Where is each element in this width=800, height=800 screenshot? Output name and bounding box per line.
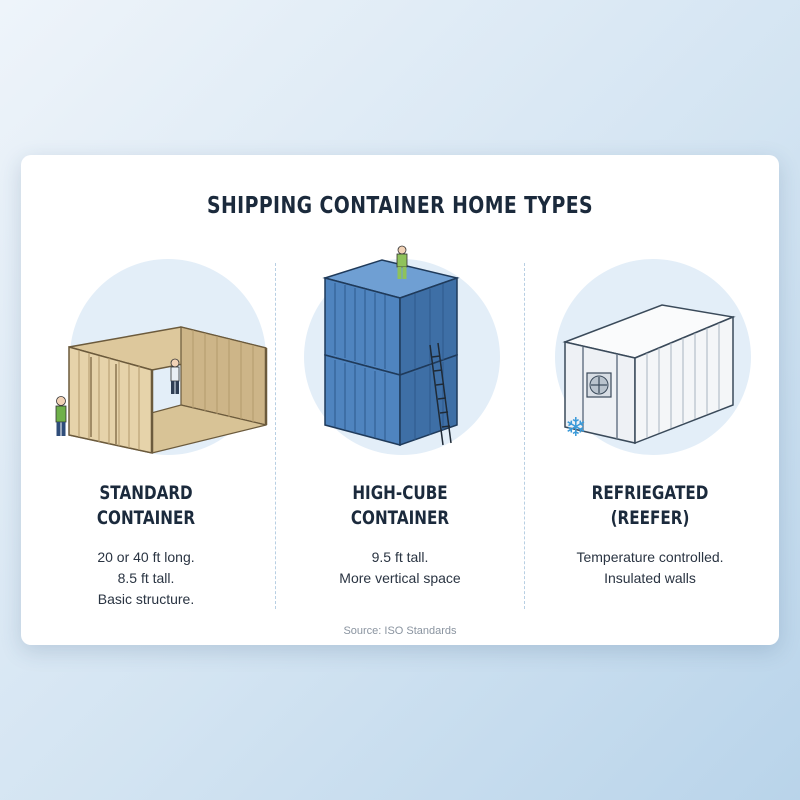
standard-container-column: STANDARD CONTAINER 20 or 40 ft long. 8.5… [21, 245, 271, 625]
type-description: 9.5 ft tall. More vertical space [339, 549, 461, 586]
reefer-container-illustration [525, 245, 775, 475]
type-description: Temperature controlled. Insulated walls [576, 549, 724, 586]
infographic-title: SHIPPING CONTAINER HOME TYPES [206, 193, 594, 219]
source-note: Source: ISO Standards [343, 625, 457, 637]
snowflake-icon: ❄ [565, 413, 587, 443]
column-divider [275, 263, 276, 609]
type-name: HIGH-CUBE CONTAINER [350, 482, 450, 529]
type-name: REFRIEGATED (REEFER) [591, 482, 709, 529]
column-divider [524, 263, 525, 609]
reefer-container-column: ❄ REFRIEGATED (REEFER) Temperature contr… [525, 245, 775, 625]
high-cube-container-column: HIGH-CUBE CONTAINER 9.5 ft tall. More ve… [275, 245, 525, 625]
type-name: STANDARD CONTAINER [96, 482, 196, 529]
infographic-card: SHIPPING CONTAINER HOME TYPES [21, 155, 779, 645]
type-description: 20 or 40 ft long. 8.5 ft tall. Basic str… [97, 549, 195, 607]
high-cube-container-illustration [275, 245, 525, 475]
standard-container-illustration [21, 245, 271, 475]
